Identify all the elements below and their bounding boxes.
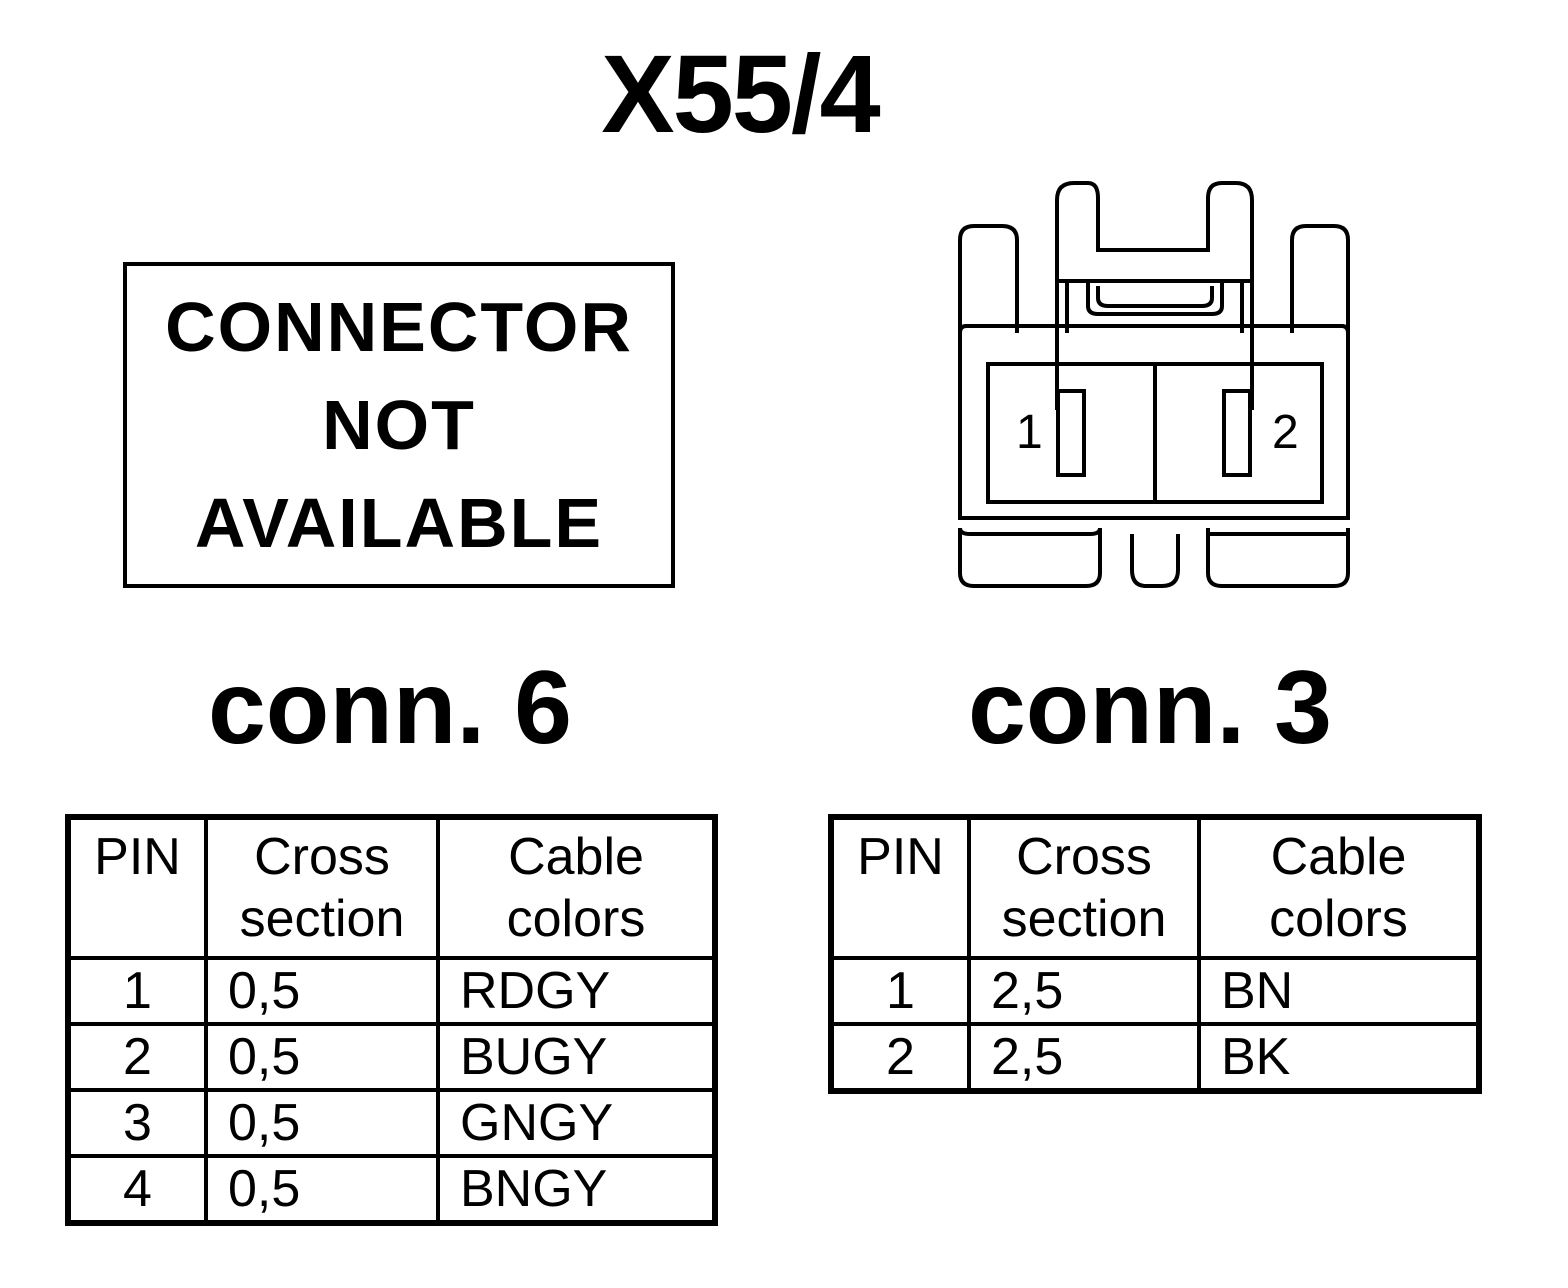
pin-cell: 2: [829, 1022, 971, 1093]
cross-section-cell: 0,5: [204, 1088, 440, 1158]
cable-color-cell: GNGY: [436, 1088, 717, 1158]
cable-color-cell: BN: [1197, 956, 1481, 1026]
cross-section-cell: 0,5: [204, 956, 440, 1026]
cross-section-cell: 2,5: [967, 1022, 1201, 1093]
notice-line-1: CONNECTOR: [165, 288, 633, 366]
table-row: 2 2,5 BK: [829, 1022, 1481, 1093]
connector-pin-2-label: 2: [1272, 406, 1299, 459]
pin-cell: 2: [66, 1022, 208, 1092]
header-pin: PIN: [66, 815, 208, 960]
cross-section-cell: 0,5: [204, 1154, 440, 1225]
notice-line-2: NOT: [322, 386, 476, 464]
two-pin-connector-icon: 1 2: [958, 181, 1350, 588]
right-connector-label: conn. 3: [967, 650, 1333, 766]
connector-not-available-notice: CONNECTOR NOT AVAILABLE: [123, 262, 675, 588]
header-pin: PIN: [829, 815, 971, 960]
table-row: 2 0,5 BUGY: [66, 1022, 717, 1092]
connector-pin-1-label: 1: [1016, 406, 1043, 459]
table-row: 1 0,5 RDGY: [66, 956, 717, 1026]
diagram-title: X55/4: [601, 33, 880, 156]
table-row: 4 0,5 BNGY: [66, 1154, 717, 1225]
cross-section-cell: 0,5: [204, 1022, 440, 1092]
notice-line-3: AVAILABLE: [194, 484, 604, 562]
table-row: 3 0,5 GNGY: [66, 1088, 717, 1158]
cross-section-cell: 2,5: [967, 956, 1201, 1026]
cable-color-cell: BUGY: [436, 1022, 717, 1092]
cable-color-cell: BNGY: [436, 1154, 717, 1225]
left-connector-label: conn. 6: [207, 650, 573, 766]
pin-cell: 1: [66, 956, 208, 1026]
table-row: 1 2,5 BN: [829, 956, 1481, 1026]
cable-color-cell: BK: [1197, 1022, 1481, 1093]
pin-cell: 3: [66, 1088, 208, 1158]
pin-cell: 1: [829, 956, 971, 1026]
pin-cell: 4: [66, 1154, 208, 1225]
cable-color-cell: RDGY: [436, 956, 717, 1026]
